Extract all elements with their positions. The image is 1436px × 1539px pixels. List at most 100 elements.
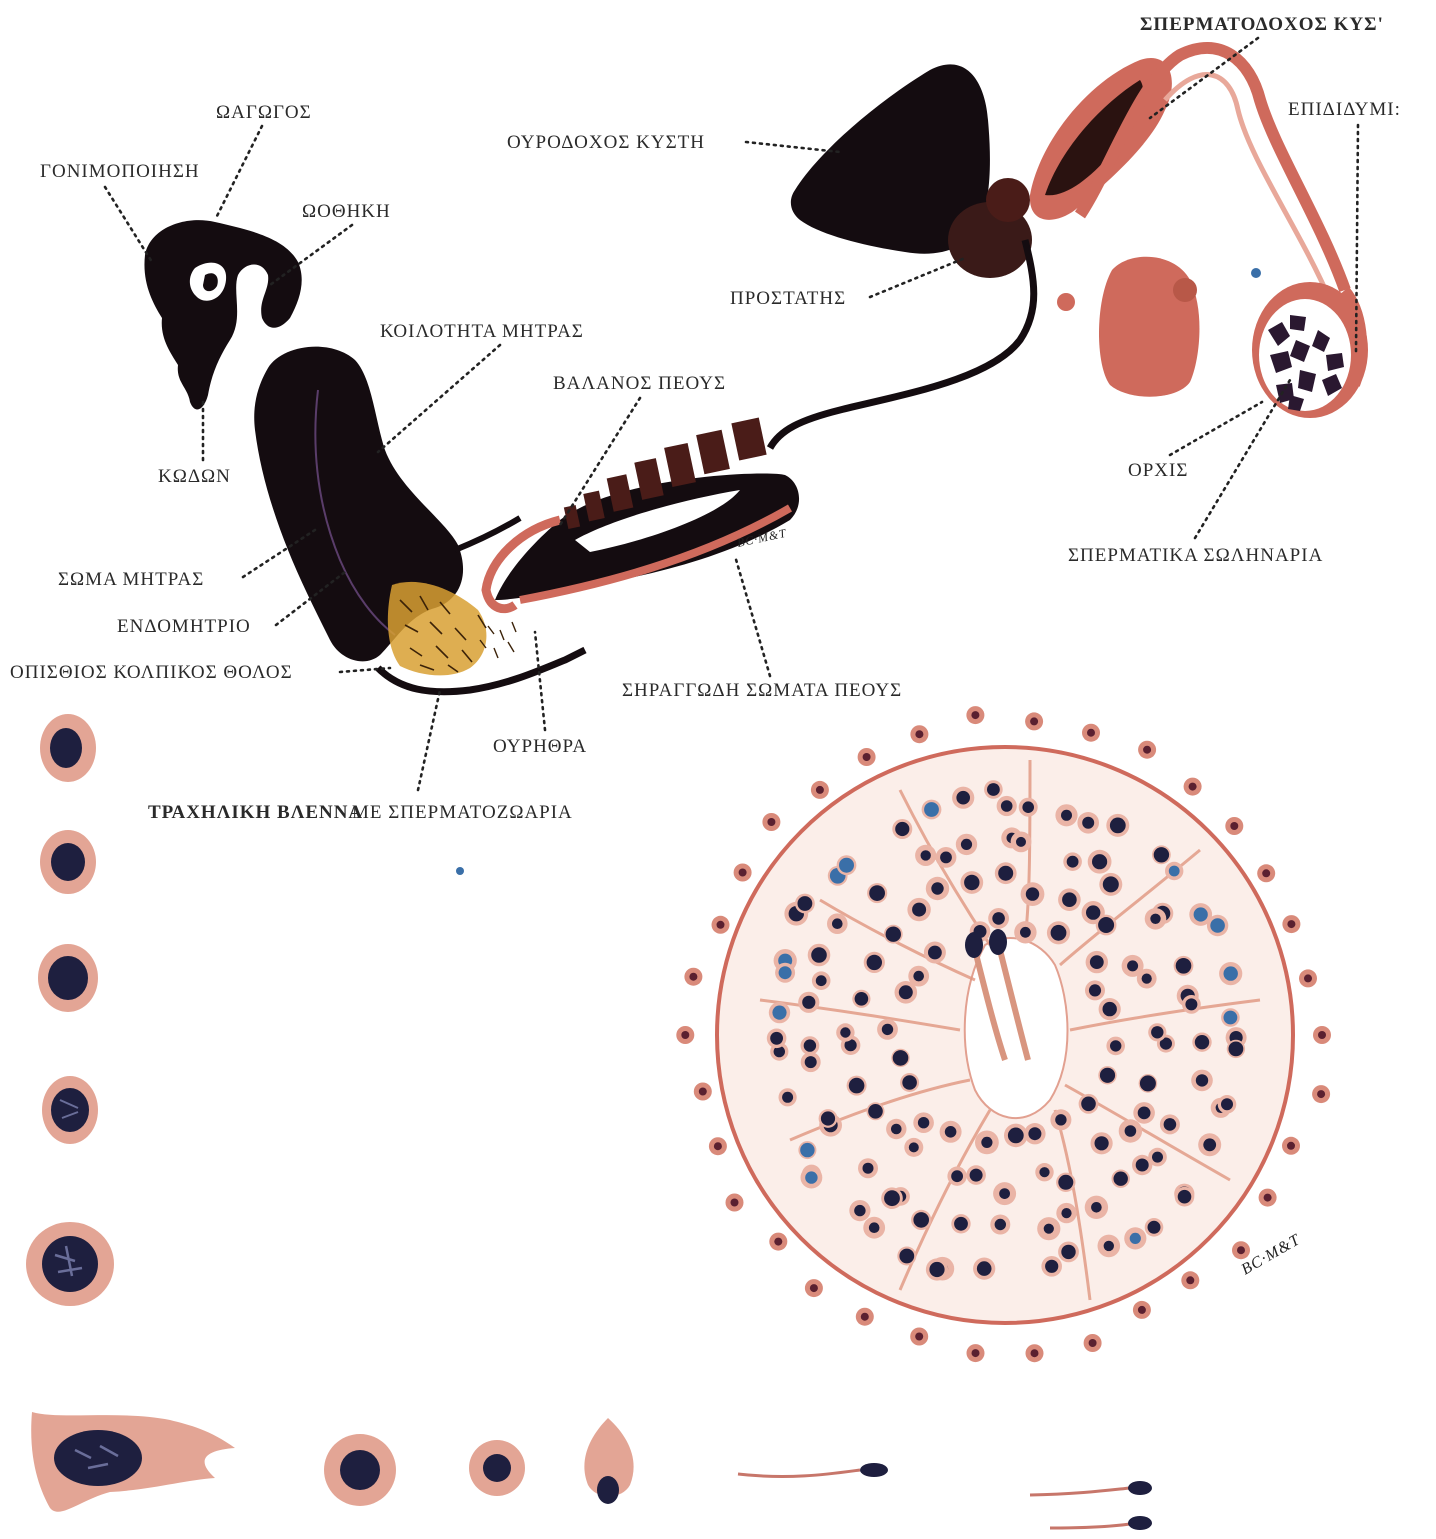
cell-nucleus bbox=[956, 791, 970, 805]
stray-dot-2 bbox=[456, 867, 464, 875]
label-endomitrio: ΕΝΔΟΜΗΤΡΙΟ bbox=[117, 616, 251, 637]
cell-nucleus bbox=[1154, 847, 1169, 862]
cell-nucleus bbox=[1055, 1114, 1066, 1125]
cell-nucleus bbox=[912, 903, 926, 917]
cell-nucleus bbox=[998, 866, 1013, 881]
cell-nucleus bbox=[1104, 1241, 1114, 1251]
anatomy-labels: ΩΑΓΩΓΟΣ ΓΟΝΙΜΟΠΟΙΗΣΗ ΩΟΘΗΚΗ ΚΟΙΛΟΤΗΤΑ ΜΗ… bbox=[10, 14, 1401, 823]
cell-nucleus bbox=[1103, 1002, 1117, 1016]
peritubular-nucleus bbox=[689, 973, 697, 981]
cell-nucleus bbox=[804, 1039, 816, 1051]
cell-nucleus bbox=[902, 1075, 917, 1090]
label-oagogos: ΩΑΓΩΓΟΣ bbox=[216, 102, 312, 123]
cell-nucleus bbox=[811, 947, 827, 963]
peritubular-nucleus bbox=[1143, 746, 1151, 754]
cell-spermatid-round bbox=[469, 1440, 525, 1496]
cell-nucleus bbox=[1067, 856, 1079, 868]
peritubular-nucleus bbox=[972, 1349, 980, 1357]
spermatogenesis-cells-column bbox=[26, 714, 114, 1306]
cell-spermatozoon-3 bbox=[1050, 1516, 1152, 1530]
cell-nucleus bbox=[1114, 1172, 1128, 1186]
peritubular-nucleus bbox=[1230, 822, 1238, 830]
cell-nucleus bbox=[1081, 1097, 1096, 1112]
cell-spermatozoon-2 bbox=[1030, 1481, 1152, 1495]
peritubular-nucleus bbox=[1287, 920, 1295, 928]
cell-nucleus bbox=[1045, 1260, 1058, 1273]
cell-nucleus bbox=[1095, 1136, 1109, 1150]
peritubular-nucleus bbox=[774, 1238, 782, 1246]
cell-nucleus bbox=[964, 875, 979, 890]
label-siraggodi-somata: ΣΗΡΑΓΓΩΔΗ ΣΩΜΑΤΑ ΠΕΟΥΣ bbox=[622, 680, 902, 701]
cell-nucleus bbox=[981, 1137, 992, 1148]
cell-nucleus bbox=[895, 822, 909, 836]
cell-nucleus bbox=[995, 1219, 1006, 1230]
cell-nucleus bbox=[1221, 1098, 1233, 1110]
cell-spermatozoon-1 bbox=[738, 1463, 888, 1477]
cell-nucleus bbox=[869, 885, 885, 901]
cell-nucleus bbox=[1026, 887, 1039, 900]
cell-nucleus bbox=[921, 850, 931, 860]
cell-nucleus bbox=[987, 783, 1000, 796]
cell-nucleus bbox=[1150, 914, 1160, 924]
spermatogenesis-cells-row bbox=[31, 1412, 1152, 1530]
cell-nucleus bbox=[1152, 1152, 1163, 1163]
cell-nucleus bbox=[869, 1222, 880, 1233]
cell-nucleus bbox=[863, 1163, 874, 1174]
cell-nucleus bbox=[929, 1262, 944, 1277]
peritubular-nucleus bbox=[731, 1199, 739, 1207]
cell-nucleus bbox=[1061, 810, 1072, 821]
cell-nucleus bbox=[779, 966, 792, 979]
cell-nucleus bbox=[1051, 925, 1067, 941]
peritubular-nucleus bbox=[810, 1284, 818, 1292]
cell-nucleus bbox=[1061, 1208, 1071, 1218]
label-kodon: ΚΩΔΩΝ bbox=[158, 466, 231, 487]
cell-nucleus bbox=[918, 1117, 929, 1128]
cell-nucleus bbox=[899, 1249, 914, 1264]
cell-nucleus bbox=[849, 1078, 865, 1094]
peritubular-nucleus bbox=[1318, 1031, 1326, 1039]
cell-nucleus bbox=[839, 858, 854, 873]
cell-nucleus bbox=[1044, 1224, 1054, 1234]
label-epididymis: ΕΠΙΔΙΔΥΜΙ: bbox=[1288, 99, 1401, 120]
label-trachiliki-bold: ΤΡΑΧΗΛΙΚΗ ΒΛΕΝΝΑ bbox=[148, 802, 363, 823]
peritubular-nucleus bbox=[739, 869, 747, 877]
cell-nucleus bbox=[913, 1212, 929, 1228]
label-ourodochos-kysti: ΟΥΡΟΔΟΧΟΣ ΚΥΣΤΗ bbox=[507, 132, 705, 153]
cell-nucleus bbox=[1224, 1011, 1238, 1025]
cell-nucleus bbox=[940, 852, 952, 864]
cell-nucleus bbox=[816, 975, 827, 986]
cell-nucleus bbox=[821, 1111, 835, 1125]
prostate-upper bbox=[986, 178, 1030, 222]
cell-spermatogonium-1 bbox=[40, 714, 96, 782]
cell-nucleus bbox=[954, 1217, 968, 1231]
peritubular-nucleus bbox=[915, 1333, 923, 1341]
cell-spermatid-elongating bbox=[584, 1418, 633, 1504]
cell-nucleus bbox=[1061, 1245, 1075, 1259]
peritubular-nucleus bbox=[1317, 1090, 1325, 1098]
cell-nucleus bbox=[1196, 1074, 1208, 1086]
cell-nucleus bbox=[884, 1190, 900, 1206]
label-prostatis: ΠΡΟΣΤΑΤΗΣ bbox=[730, 288, 846, 309]
cell-nucleus bbox=[805, 1056, 817, 1068]
label-spermatodochos-kysti: ΣΠΕΡΜΑΤΟΔΟΧΟΣ ΚΥΣ' bbox=[1140, 14, 1384, 35]
cell-nucleus bbox=[1138, 1107, 1151, 1120]
cell-nucleus bbox=[1194, 907, 1208, 921]
cell-sertoli bbox=[31, 1412, 235, 1512]
cell-nucleus bbox=[1022, 801, 1034, 813]
cell-nucleus bbox=[800, 1143, 814, 1157]
cell-nucleus bbox=[1090, 955, 1104, 969]
cell-nucleus bbox=[1210, 918, 1225, 933]
cell-nucleus bbox=[798, 896, 813, 911]
peritubular-nucleus bbox=[1138, 1306, 1146, 1314]
label-oothiki: ΩΟΘΗΚΗ bbox=[302, 201, 391, 222]
label-trachiliki-rest: ΜΕ ΣΠΕΡΜΑΤΟΖΩΑΡΙΑ bbox=[352, 802, 573, 823]
cell-nucleus bbox=[1089, 984, 1101, 996]
peritubular-nucleus bbox=[1030, 717, 1038, 725]
cell-nucleus bbox=[1176, 958, 1192, 974]
cell-nucleus bbox=[1028, 1127, 1041, 1140]
cell-nucleus bbox=[1136, 1159, 1149, 1172]
peritubular-nucleus bbox=[1264, 1194, 1272, 1202]
peritubular-nucleus bbox=[717, 921, 725, 929]
label-ourithra: ΟΥΡΗΘΡΑ bbox=[493, 736, 587, 757]
cell-nucleus bbox=[977, 1261, 992, 1276]
